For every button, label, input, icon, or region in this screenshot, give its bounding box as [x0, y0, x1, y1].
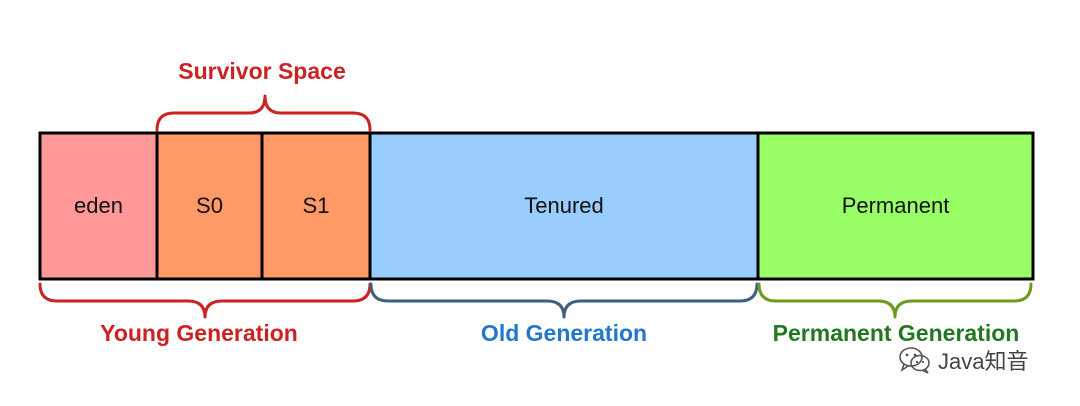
heap-outline — [38, 131, 1035, 281]
old-brace — [369, 282, 759, 319]
eden-block: eden — [40, 133, 157, 279]
old-generation-label: Old Generation — [480, 320, 648, 346]
eden-label: eden — [74, 193, 123, 218]
survivor-brace — [155, 94, 372, 132]
s1-label: S1 — [302, 193, 330, 218]
watermark: Java知音 — [898, 343, 1028, 377]
permanent-label: Permanent — [841, 193, 950, 218]
permanent-block: Permanent — [758, 133, 1033, 279]
survivor-space-label: Survivor Space — [178, 58, 346, 84]
s0-block: S0 — [157, 133, 262, 279]
permanent-generation-label: Permanent Generation — [772, 320, 1020, 346]
young-generation-label: Young Generation — [100, 320, 298, 346]
tenured-label: Tenured — [524, 193, 604, 218]
s0-label: S0 — [196, 193, 223, 218]
young-brace — [38, 282, 372, 319]
permanent-brace — [757, 282, 1033, 319]
watermark-text: Java知音 — [938, 349, 1029, 374]
wechat-icon — [898, 346, 932, 374]
tenured-block: Tenured — [370, 133, 758, 279]
s1-block: S1 — [262, 133, 370, 279]
